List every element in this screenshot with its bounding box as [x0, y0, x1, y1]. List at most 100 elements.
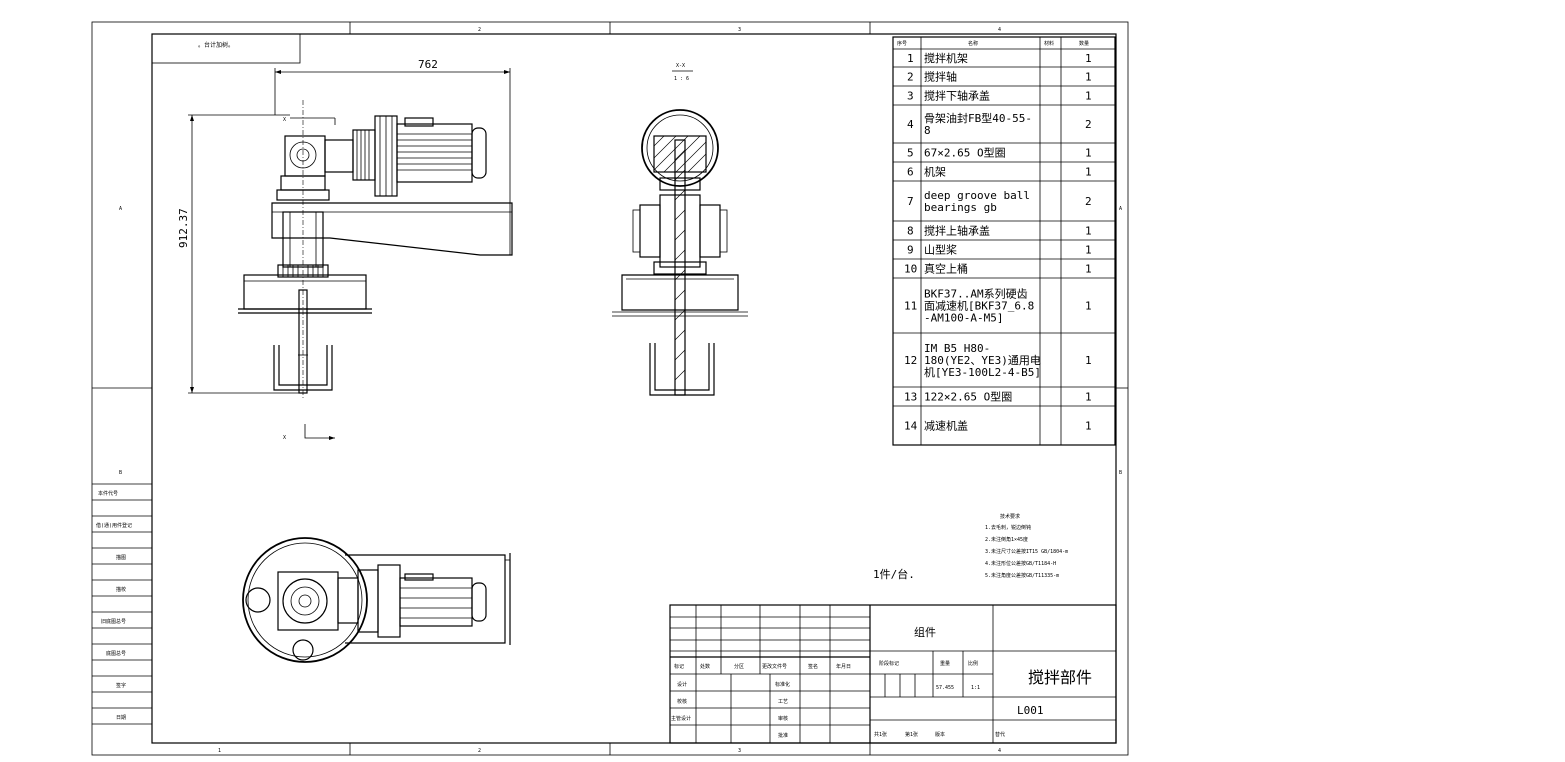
tb-drawing-title: 搅拌部件 [1028, 668, 1092, 687]
bom-row-qty: 1 [1085, 300, 1092, 313]
tb-label: 批准 [778, 732, 788, 739]
title-block: 标记 处数 分区 更改文件号 签名 年月日 设计 校核 主管设计 标准化 工艺 … [669, 604, 1117, 744]
bom-row-number: 11 [904, 300, 917, 313]
tb-header: 更改文件号 [762, 663, 787, 670]
bom-row-qty: 1 [1085, 391, 1092, 404]
svg-text:B: B [119, 470, 122, 476]
tb-sheet-number: 第1张 [905, 731, 918, 738]
view-mark-x-top: X [283, 117, 286, 123]
tb-label: 工艺 [778, 699, 788, 705]
svg-text:1: 1 [218, 748, 221, 754]
bom-row-number: 3 [907, 90, 914, 103]
label-base-no: 底图总号 [106, 650, 126, 657]
tb-label: 主管设计 [671, 715, 691, 722]
bom-row-name: 8 [924, 124, 931, 137]
label-signature: 签字 [116, 682, 126, 689]
label-trace-check: 描校 [116, 586, 126, 593]
top-view [242, 537, 511, 663]
tb-sheet-total: 共1张 [874, 731, 887, 738]
quantity-note: 1件/台. [873, 567, 915, 581]
svg-text:3: 3 [738, 748, 741, 754]
tech-req-item: 5.未注角度公差按GB/T11335-m [985, 572, 1059, 579]
section-label: X-X [676, 63, 685, 69]
bom-row-name: 180(YE2、YE3)通用电 [924, 354, 1041, 367]
tb-version: 版本 [935, 731, 945, 738]
zone-ticks [349, 22, 871, 755]
bom-row-name: 搅拌下轴承盖 [924, 89, 990, 103]
bom-row-qty: 2 [1085, 118, 1092, 131]
dimension-height: 912.37 [177, 208, 190, 248]
view-mark-x-bottom: X [283, 435, 286, 441]
bom-row-number: 4 [907, 118, 914, 131]
tech-req-item: 4.未注形位公差按GB/T1184-H [985, 560, 1056, 567]
bom-row-name: IM B5 H80- [924, 342, 990, 355]
tb-replace: 替代 [995, 731, 1005, 738]
bom-row-number: 14 [904, 420, 918, 433]
tech-req-item: 2.未注倒角1×45度 [985, 536, 1028, 543]
section-view: X-X 1 : 6 [612, 63, 748, 396]
tb-weight-label: 重量 [940, 660, 950, 667]
section-scale: 1 : 6 [674, 76, 689, 82]
bom-row-name: deep groove ball [924, 189, 1030, 202]
svg-text:4: 4 [998, 27, 1001, 33]
svg-text:3: 3 [738, 27, 741, 33]
bom-row-number: 12 [904, 354, 917, 367]
bom-row-number: 8 [907, 225, 914, 238]
bom-row-name: BKF37..AM系列硬齿 [924, 287, 1028, 301]
bom-row-number: 6 [907, 166, 914, 179]
corner-stamp-text: 。台计加树。 [198, 41, 234, 49]
outer-frame [91, 21, 1129, 756]
dimension-width: 762 [418, 58, 438, 71]
bom-row-name: 67×2.65 O型圈 [924, 146, 1006, 160]
bom-header-no: 序号 [897, 40, 907, 47]
bom-row-qty: 1 [1085, 244, 1092, 257]
bom-row-number: 5 [907, 147, 914, 160]
zone-labels: 2 3 4 1 2 3 4 A B A B [119, 27, 1122, 754]
tech-req-title: 技术要求 [1000, 513, 1020, 520]
label-date: 日期 [116, 715, 126, 721]
tech-req-item: 3.未注尺寸公差按IT15 GB/1804-m [985, 548, 1068, 555]
tb-header: 年月日 [836, 663, 851, 670]
label-trace: 描图 [116, 554, 126, 561]
bom-row-qty: 1 [1085, 52, 1092, 65]
bom-row-qty: 1 [1085, 147, 1092, 160]
corner-stamp-box [151, 33, 301, 64]
tb-header: 签名 [808, 663, 818, 670]
front-view: 762 912.37 X [177, 58, 513, 441]
bom-row-number: 1 [907, 52, 914, 65]
bom-row-number: 13 [904, 391, 917, 404]
bom-header-qty: 数量 [1079, 40, 1089, 47]
tb-scale-label: 比例 [968, 660, 978, 667]
tb-weight-value: 57.455 [936, 685, 954, 691]
bom-row-qty: 1 [1085, 166, 1092, 179]
left-column: 本件代号 借(通)用件登记 描图 描校 旧底图总号 底图总号 签字 日期 [92, 483, 152, 725]
bom-row-name: bearings gb [924, 201, 997, 214]
tech-requirements: 技术要求 1.去毛刺，锐边倒钝 2.未注倒角1×45度 3.未注尺寸公差按IT1… [985, 513, 1068, 579]
bom-header-material: 材料 [1044, 40, 1054, 47]
bom-row-name: 面减速机[BKF37_6.8 [924, 299, 1034, 313]
bom-row-number: 9 [907, 244, 914, 257]
bom-row-name: 机架 [924, 165, 946, 179]
tb-stage-label: 阶段标记 [879, 660, 899, 667]
bom-row-number: 10 [904, 263, 917, 276]
svg-text:B: B [1119, 470, 1122, 476]
bom-row-number: 7 [907, 195, 914, 208]
bom-row-number: 2 [907, 71, 914, 84]
bom-row-name: 搅拌上轴承盖 [924, 224, 990, 238]
tb-header: 分区 [734, 663, 744, 670]
bom-row-qty: 2 [1085, 195, 1092, 208]
tb-label: 标准化 [775, 681, 790, 688]
bom-header-name: 名称 [968, 40, 978, 47]
svg-text:4: 4 [998, 748, 1001, 754]
bom-row-name: 骨架油封FB型40-55- [924, 111, 1032, 125]
bom-row-name: 122×2.65 O型圈 [924, 390, 1012, 404]
label-old-base-no: 旧底图总号 [101, 618, 126, 625]
label-borrow-register: 借(通)用件登记 [96, 522, 132, 529]
bom-row-name: 真空上桶 [924, 262, 968, 276]
label-part-code: 本件代号 [98, 490, 118, 497]
bom-row-name: 减速机盖 [924, 419, 968, 433]
tb-header: 标记 [674, 663, 684, 670]
bom-row-name: 山型桨 [924, 243, 957, 257]
bom-row-qty: 1 [1085, 90, 1092, 103]
